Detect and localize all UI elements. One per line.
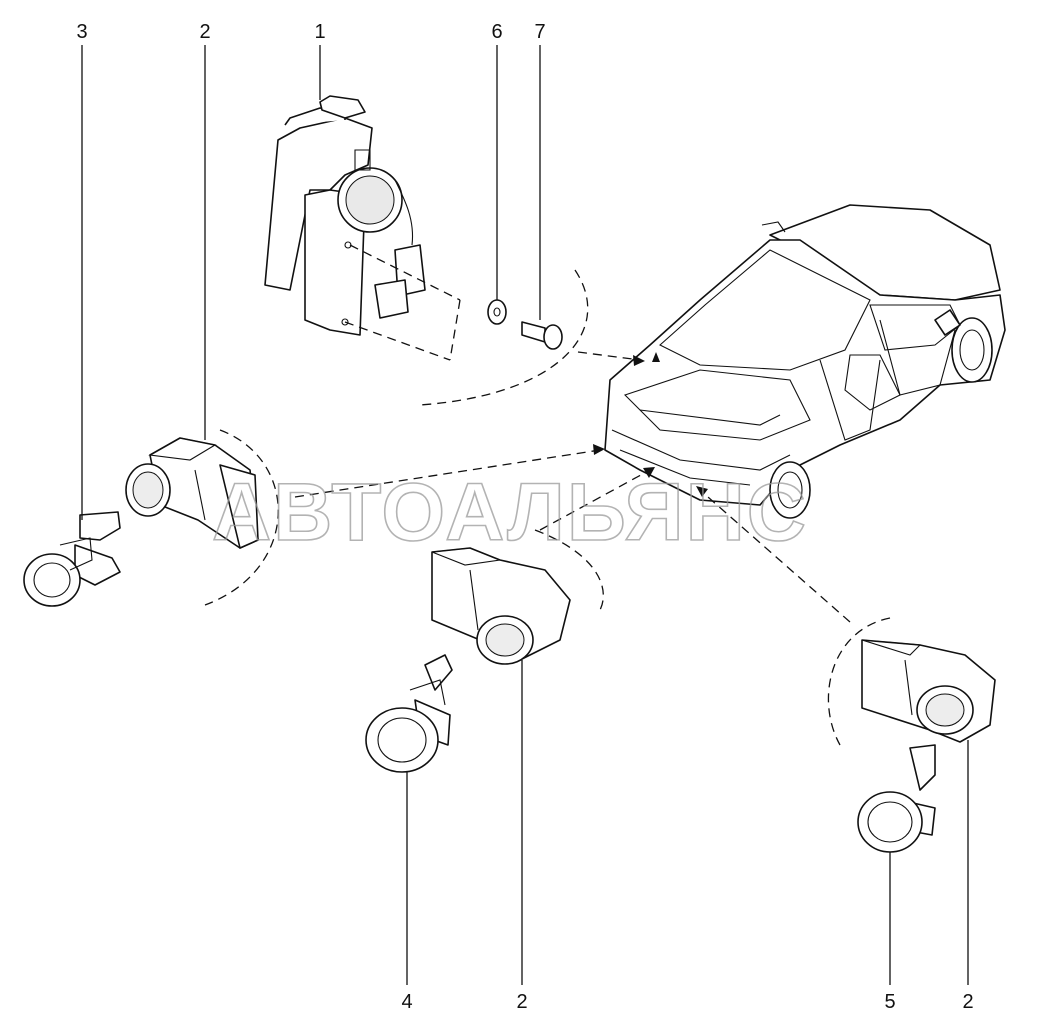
callout-6: 6 <box>491 21 502 43</box>
part-2-sensor-right <box>861 639 996 743</box>
part-3-bezel-left <box>23 511 121 607</box>
part-2-sensor-center <box>431 547 571 665</box>
part-2-sensor-left <box>125 437 259 549</box>
part-6-washer <box>487 299 507 325</box>
callout-2-center: 2 <box>516 991 527 1013</box>
callout-1: 1 <box>314 21 325 43</box>
part-1-control-unit <box>264 95 461 361</box>
car-rear-view <box>604 204 1006 519</box>
leader-lines <box>81 45 969 985</box>
callout-7: 7 <box>534 21 545 43</box>
part-5-bezel-right <box>857 744 936 853</box>
part-4-bezel-center <box>365 654 453 773</box>
callout-2-right: 2 <box>962 991 973 1013</box>
callout-2-top: 2 <box>199 21 210 43</box>
callout-4: 4 <box>401 991 412 1013</box>
callout-3: 3 <box>76 21 87 43</box>
watermark: АВТОАЛЬЯНС <box>212 467 808 558</box>
part-7-screw <box>521 321 563 350</box>
callout-5: 5 <box>884 991 895 1013</box>
